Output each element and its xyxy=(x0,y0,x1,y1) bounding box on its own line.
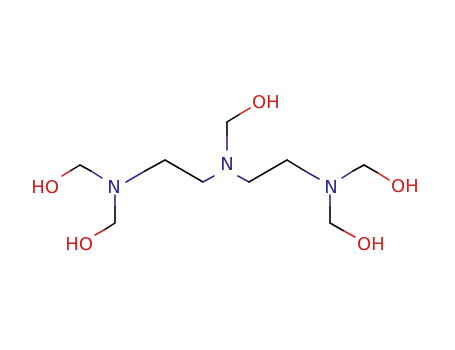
bond-c6-o xyxy=(69,164,81,172)
bond-c1-c2 xyxy=(164,159,204,183)
bond-c8 xyxy=(352,164,365,172)
nitrogen-right-label: N xyxy=(324,177,337,198)
bond-c9-o xyxy=(329,222,345,232)
bond-o-top xyxy=(239,107,251,115)
bond-c3-o-top xyxy=(226,113,241,123)
bond-c8-o xyxy=(363,164,379,174)
bond-c8-o-red xyxy=(377,172,390,181)
bond-nr-c8 xyxy=(341,170,354,179)
bond-c7-o-red xyxy=(94,229,105,236)
nitrogen-left-label: N xyxy=(107,177,120,198)
hydroxyl-right-upper-label: OH xyxy=(391,176,419,197)
nitrogen-center-label: N xyxy=(220,154,233,175)
bond-c6 xyxy=(79,164,92,172)
bond-c7-o xyxy=(103,222,116,231)
bond-c4-c5 xyxy=(248,159,288,183)
bond-c5-nr-n xyxy=(304,170,320,180)
hydroxyl-left-upper-label: HO xyxy=(31,177,59,198)
bond-c2-nc xyxy=(202,175,215,183)
hydroxyl-left-lower-label: HO xyxy=(65,234,93,255)
hydroxyl-right-lower-label: OH xyxy=(357,234,385,255)
bond-c6-o-red xyxy=(61,170,71,177)
bond-c5-nr xyxy=(286,159,306,172)
bond-nl-c6 xyxy=(90,170,103,179)
bond-nc-c4 xyxy=(237,175,250,183)
hydroxyl-top-label: OH xyxy=(252,92,280,113)
bond-c9-o-red xyxy=(343,230,356,238)
bond-nl-c1 xyxy=(125,170,146,183)
bond-c1-c1 xyxy=(144,159,166,172)
